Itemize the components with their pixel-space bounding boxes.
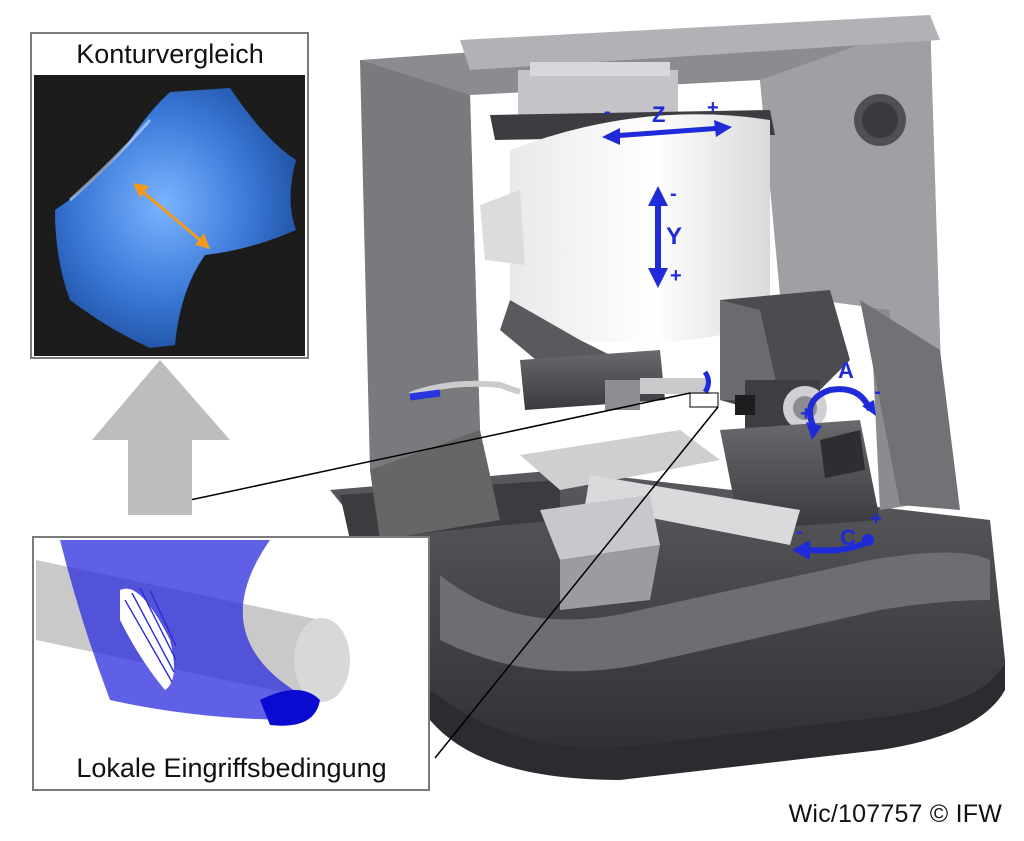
a-axis-plus: + [800, 403, 812, 425]
z-axis-minus: - [604, 101, 611, 123]
machine-frame [360, 15, 960, 540]
y-axis-label: Y [666, 223, 682, 250]
z-axis-arrow: Z - + [602, 97, 732, 145]
tool-contact-marker [689, 370, 719, 408]
up-arrow [92, 360, 230, 515]
contour-inset-title: Konturvergleich [76, 39, 264, 69]
y-axis-arrow: Y - + [648, 183, 682, 288]
contour-inset [30, 32, 309, 359]
c-axis-minus: - [796, 521, 803, 543]
z-axis-label: Z [652, 102, 665, 127]
z-axis-plus: + [707, 97, 719, 119]
c-axis-arrow: C - + [792, 508, 882, 560]
y-axis-minus: - [670, 183, 677, 205]
engagement-inset [32, 536, 430, 791]
spindle-housing [408, 114, 770, 410]
a-axis-arrow: A - + [800, 358, 881, 440]
rotary-table [720, 290, 880, 530]
c-axis-plus: + [870, 508, 882, 530]
y-axis-plus: + [670, 265, 682, 287]
a-axis-label: A [838, 358, 854, 383]
a-axis-minus: - [874, 381, 881, 403]
engagement-inset-caption: Lokale Eingriffsbedingung [76, 753, 387, 783]
slide-assembly [520, 430, 800, 610]
c-axis-label: C [840, 525, 856, 550]
credit-text: Wic/107757 © IFW [788, 800, 1002, 828]
